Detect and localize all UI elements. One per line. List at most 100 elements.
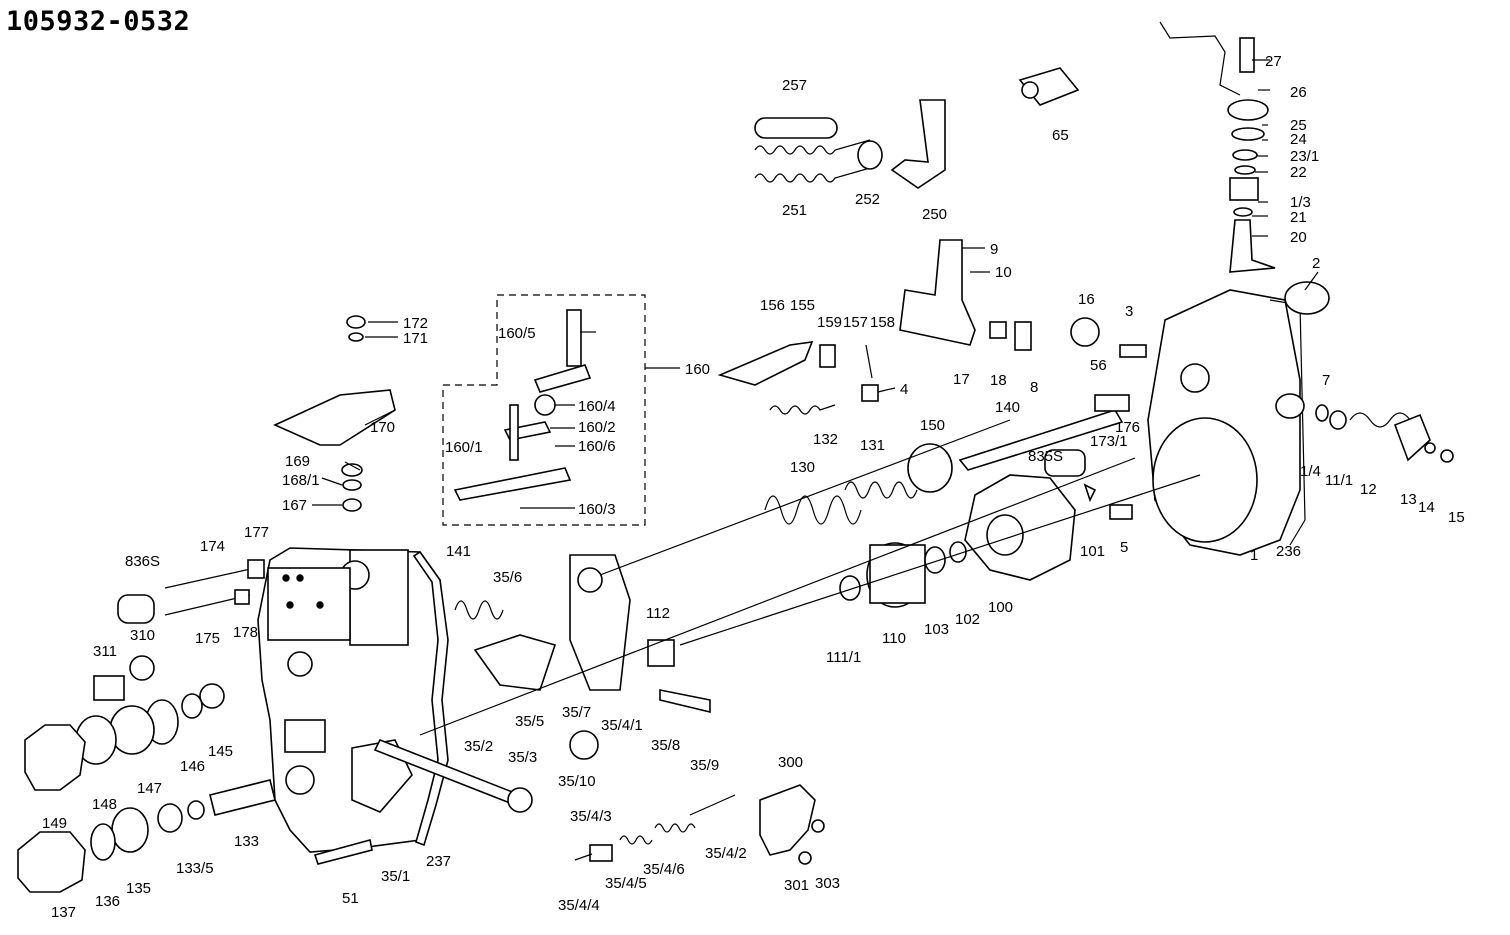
part-label: 301 bbox=[784, 877, 809, 894]
bracket-250 bbox=[890, 99, 946, 189]
part-label: 11/1 bbox=[1325, 472, 1353, 489]
cup-150 bbox=[907, 443, 953, 493]
washer-303 bbox=[811, 819, 825, 833]
part-label: 35/10 bbox=[558, 773, 596, 790]
part-label: 26 bbox=[1290, 84, 1307, 101]
spring-130 bbox=[764, 495, 862, 525]
part-label: 132 bbox=[813, 431, 838, 448]
part-label: 110 bbox=[882, 630, 906, 647]
spring-131 bbox=[844, 481, 918, 499]
lever-160-1 bbox=[453, 467, 572, 501]
bolt-hole bbox=[296, 574, 304, 582]
washer-168-1 bbox=[342, 479, 362, 491]
washer-7 bbox=[1315, 404, 1329, 422]
part-label: 311 bbox=[93, 643, 117, 660]
part-label: 836S bbox=[125, 553, 160, 570]
part-label: 5 bbox=[1120, 539, 1128, 556]
nut-172 bbox=[346, 315, 366, 329]
part-label: 135 bbox=[126, 880, 151, 897]
screw-133 bbox=[209, 779, 276, 816]
plug-836S bbox=[117, 594, 155, 624]
part-label: 4 bbox=[900, 381, 908, 398]
part-label: 103 bbox=[924, 621, 949, 638]
part-label: 251 bbox=[782, 202, 807, 219]
part-label: 147 bbox=[137, 780, 162, 797]
part-label: 171 bbox=[403, 330, 428, 347]
housing-port-upper bbox=[287, 651, 313, 677]
washer-11-1 bbox=[1329, 410, 1347, 430]
assembly-160-box bbox=[442, 294, 646, 526]
part-label: 160/5 bbox=[498, 325, 536, 342]
pin-35-4-4 bbox=[574, 853, 593, 861]
part-label: 35/1 bbox=[381, 868, 410, 885]
part-label: 178 bbox=[233, 624, 258, 641]
part-label: 168/1 bbox=[282, 472, 320, 489]
part-label: 21 bbox=[1290, 209, 1307, 226]
part-label: 146 bbox=[180, 758, 205, 775]
part-label: 303 bbox=[815, 875, 840, 892]
leader bbox=[321, 477, 343, 486]
part-label: 35/4/5 bbox=[605, 875, 647, 892]
plug-835S bbox=[1044, 449, 1086, 477]
bolt-hole bbox=[286, 601, 294, 609]
cap-35-3 bbox=[507, 787, 533, 813]
part-label: 102 bbox=[955, 611, 980, 628]
washer-146 bbox=[181, 693, 203, 719]
part-label: 140 bbox=[995, 399, 1020, 416]
part-label: 111/1 bbox=[826, 649, 861, 666]
part-label: 137 bbox=[51, 904, 76, 921]
part-label: 250 bbox=[922, 206, 947, 223]
part-label: 130 bbox=[790, 459, 815, 476]
part-label: 24 bbox=[1290, 131, 1307, 148]
nut-301 bbox=[798, 851, 812, 865]
spring-132 bbox=[769, 404, 836, 415]
cap-137 bbox=[17, 831, 86, 893]
plate-13 bbox=[1393, 413, 1431, 462]
part-label: 156 bbox=[760, 297, 785, 314]
part-label: 20 bbox=[1290, 229, 1307, 246]
spring-35-4-5 bbox=[619, 835, 653, 845]
part-label: 23/1 bbox=[1290, 148, 1319, 165]
part-label: 35/4/6 bbox=[643, 861, 685, 878]
shaft-collar bbox=[1094, 394, 1130, 412]
part-label: 148 bbox=[92, 796, 117, 813]
housing-window bbox=[284, 719, 326, 753]
part-label: 160/1 bbox=[445, 439, 483, 456]
leader bbox=[877, 387, 896, 393]
part-label: 236 bbox=[1276, 543, 1301, 560]
part-label: 160 bbox=[685, 361, 710, 378]
part-label: 145 bbox=[208, 743, 233, 760]
part-label: 150 bbox=[920, 417, 945, 434]
part-label: 173/1 bbox=[1090, 433, 1128, 450]
part-label: 16 bbox=[1078, 291, 1095, 308]
spring-12 bbox=[1349, 412, 1411, 428]
nut-252 bbox=[857, 140, 883, 170]
cover-bore bbox=[1152, 417, 1258, 543]
part-label: 51 bbox=[342, 890, 359, 907]
diagram-title: 105932-0532 bbox=[6, 6, 191, 37]
part-label: 172 bbox=[403, 315, 428, 332]
part-label: 300 bbox=[778, 754, 803, 771]
pin-160-5 bbox=[566, 309, 582, 367]
part-label: 35/4/1 bbox=[601, 717, 643, 734]
nut-177 bbox=[247, 559, 265, 579]
nut-178 bbox=[234, 589, 250, 605]
part-label: 160/2 bbox=[578, 419, 616, 436]
part-label: 8 bbox=[1030, 379, 1038, 396]
part-label: 170 bbox=[370, 419, 395, 436]
part-label: 177 bbox=[244, 524, 269, 541]
part-label: 158 bbox=[870, 314, 895, 331]
part-label: 169 bbox=[285, 453, 310, 470]
part-label: 175 bbox=[195, 630, 220, 647]
part-label: 155 bbox=[790, 297, 815, 314]
part-label: 252 bbox=[855, 191, 880, 208]
plug-2 bbox=[1284, 281, 1330, 315]
part-label: 141 bbox=[446, 543, 471, 560]
washer-14 bbox=[1424, 442, 1436, 454]
washer-21 bbox=[1233, 207, 1253, 217]
plug-35-10 bbox=[569, 730, 599, 760]
fitting-1-4 bbox=[1275, 393, 1305, 419]
part-label: 136 bbox=[95, 893, 120, 910]
bolt-174 bbox=[164, 567, 256, 589]
